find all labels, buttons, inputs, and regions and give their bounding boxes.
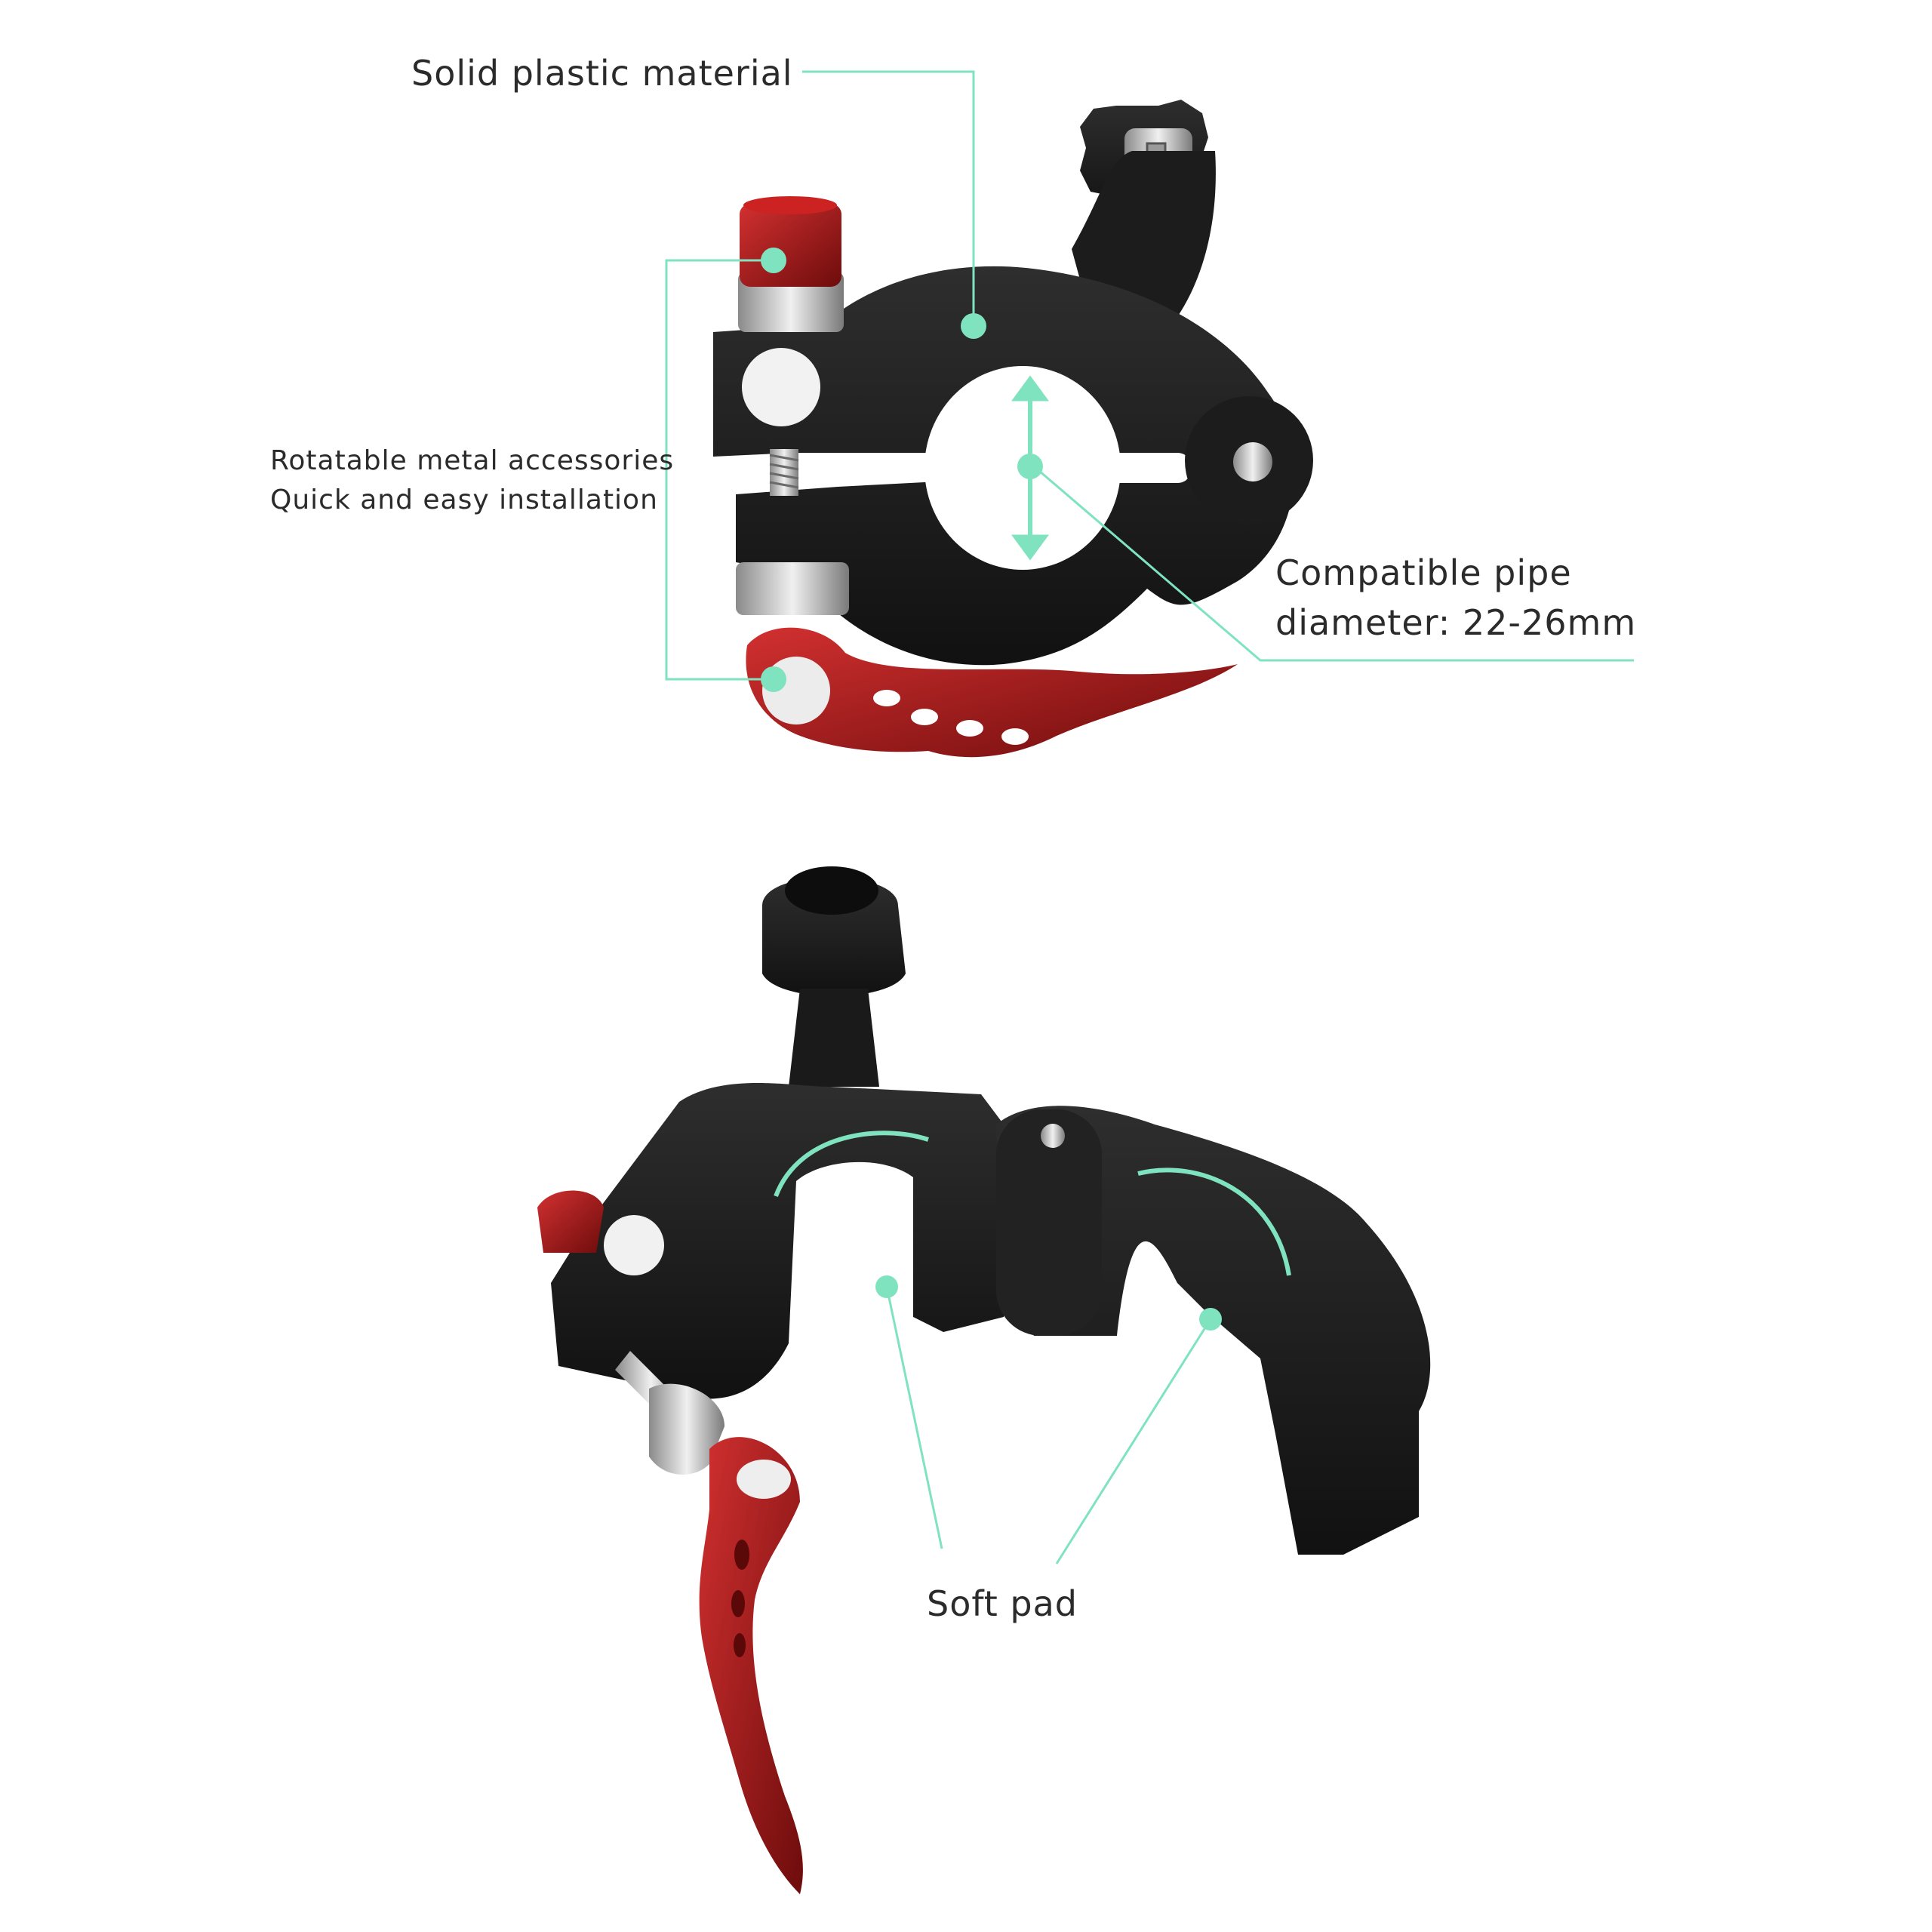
soft-pad-right [1137, 1168, 1291, 1276]
knob-bottom [762, 866, 906, 1087]
clamp-open-view [537, 866, 1431, 1894]
callout-lines-top [665, 70, 1634, 681]
hinge-bottom [996, 1109, 1102, 1336]
callout-dots-top [761, 248, 1043, 692]
lever-bottom [699, 1437, 803, 1894]
label-quick-install: Quick and easy installation [270, 485, 658, 515]
soft-pad-left [774, 1131, 929, 1198]
callout-lines-bottom [885, 1286, 1212, 1564]
label-rotatable-metal: Rotatable metal accessories [270, 445, 675, 476]
clamp-front-view [713, 100, 1313, 758]
right-jaw [996, 1106, 1431, 1555]
label-pipe-diameter: diameter: 22-26mm [1275, 602, 1637, 643]
left-jaw [551, 1083, 1004, 1399]
red-cap [738, 196, 844, 332]
label-soft-pad: Soft pad [927, 1583, 1078, 1624]
label-solid-plastic: Solid plastic material [411, 53, 793, 94]
quick-release-lever [746, 627, 1238, 758]
callout-dots-bottom [875, 1275, 1222, 1331]
label-compatible-pipe: Compatible pipe [1275, 552, 1572, 593]
